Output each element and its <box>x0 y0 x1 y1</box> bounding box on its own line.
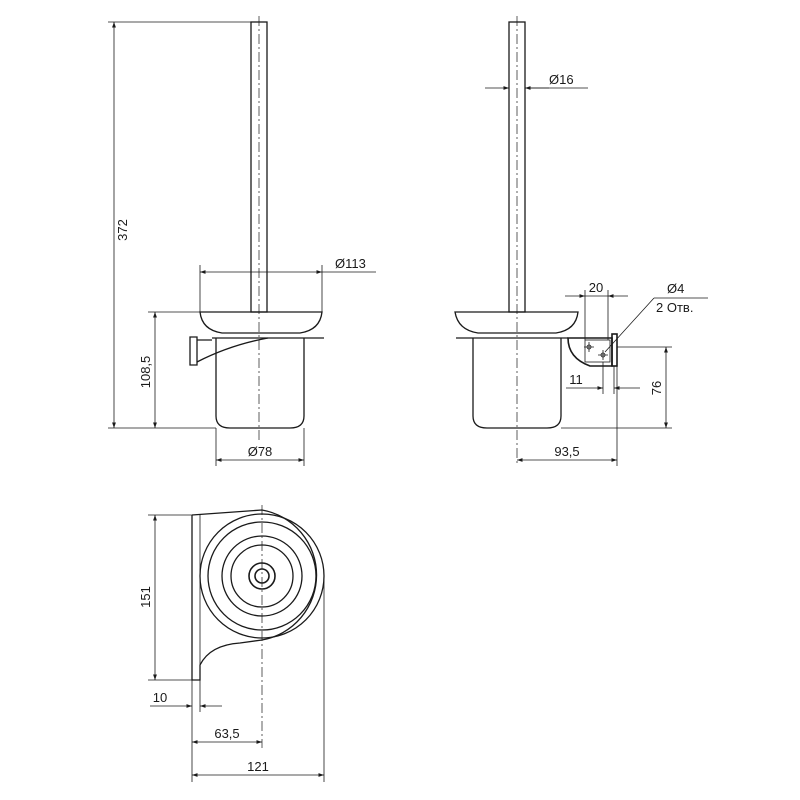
front-bracket-arm <box>196 337 269 363</box>
side-hole-2 <box>600 352 606 358</box>
dim-4-count-label: 2 Отв. <box>656 300 693 315</box>
dim-78-label: Ø78 <box>248 444 273 459</box>
dim-151-label: 151 <box>138 586 153 608</box>
dim-4-leader-diag <box>604 297 655 353</box>
dim-10-label: 10 <box>153 690 167 705</box>
front-brush-head <box>199 311 323 334</box>
dim-4-label: Ø4 <box>667 281 684 296</box>
top-cup-ring-circle <box>207 521 317 631</box>
side-brush-head <box>454 311 579 334</box>
side-hole-1 <box>586 344 592 350</box>
dim-16-label: Ø16 <box>549 72 574 87</box>
dim-11-label: 11 <box>569 372 583 387</box>
dim-20-label: 20 <box>589 280 603 295</box>
dim-121-label: 121 <box>247 759 269 774</box>
dim-76-label: 76 <box>649 381 664 395</box>
dim-635-label: 63,5 <box>214 726 239 741</box>
dim-113-label: Ø113 <box>335 256 366 271</box>
side-bracket-slot <box>584 339 611 363</box>
front-view: 372 108,5 Ø113 Ø78 <box>108 16 376 466</box>
side-cup-body <box>472 338 562 429</box>
dim-372-label: 372 <box>115 219 130 241</box>
side-bracket-body <box>567 337 613 367</box>
dim-935-label: 93,5 <box>554 444 579 459</box>
side-hole-cross-2 <box>598 350 608 360</box>
top-view: 151 10 63,5 121 <box>138 505 325 782</box>
side-view: Ø16 20 Ø4 2 Отв. 11 76 93,5 <box>454 16 708 466</box>
dim-1085-label: 108,5 <box>138 356 153 389</box>
front-cup-body <box>215 338 305 429</box>
top-outline <box>191 509 318 681</box>
side-hole-cross-1 <box>584 342 594 352</box>
front-wall-bracket <box>189 336 198 366</box>
